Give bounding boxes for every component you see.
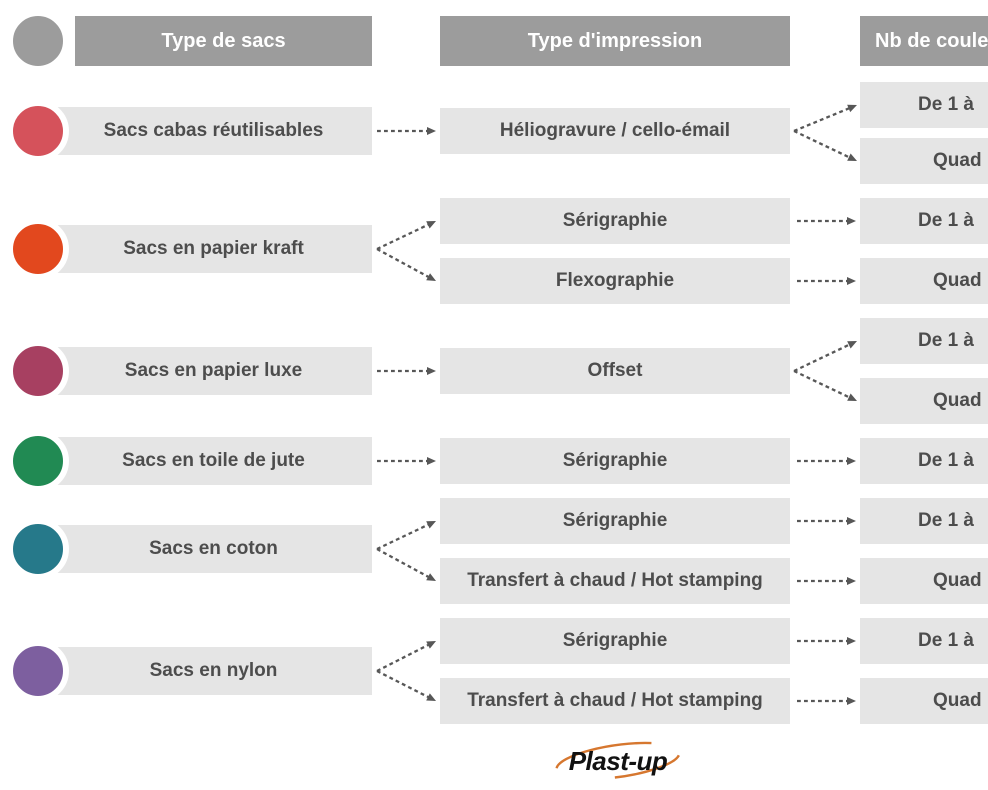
sac-bar-toile-de-jute: Sacs en toile de jute [55,437,372,485]
sac-bar-nylon: Sacs en nylon [55,647,372,695]
couleurs-bar: De 1 à [860,498,988,544]
couleurs-bar: De 1 à [860,318,988,364]
couleurs-bar: Quad [860,138,988,184]
impression-bar-transfert-coton: Transfert à chaud / Hot stamping [440,558,790,604]
column-header-nb-couleurs: Nb de coule [860,16,988,66]
sac-bar-papier-kraft: Sacs en papier kraft [55,225,372,273]
impression-bar-heliogravure: Héliogravure / cello-émail [440,108,790,154]
column-header-type-impression: Type d'impression [440,16,790,66]
couleurs-bar: Quad [860,258,988,304]
sac-color-dot-kraft [7,218,69,280]
sac-bar-papier-luxe: Sacs en papier luxe [55,347,372,395]
couleurs-bar: De 1 à [860,438,988,484]
couleurs-bar: De 1 à [860,618,988,664]
couleurs-bar: Quad [860,558,988,604]
couleurs-bar: De 1 à [860,198,988,244]
sac-color-dot-jute [7,430,69,492]
sac-bar-cabas-reutilisables: Sacs cabas réutilisables [55,107,372,155]
impression-bar-serigraphie-coton: Sérigraphie [440,498,790,544]
impression-bar-serigraphie-jute: Sérigraphie [440,438,790,484]
sac-color-dot-cabas [7,100,69,162]
impression-bar-flexographie: Flexographie [440,258,790,304]
impression-bar-serigraphie-nylon: Sérigraphie [440,618,790,664]
header-dot-icon [7,10,69,72]
impression-bar-serigraphie-kraft: Sérigraphie [440,198,790,244]
sac-color-dot-luxe [7,340,69,402]
impression-bar-offset: Offset [440,348,790,394]
logo-text: Plast-up [568,745,668,776]
sac-color-dot-coton [7,518,69,580]
sac-bar-coton: Sacs en coton [55,525,372,573]
couleurs-bar: Quad [860,678,988,724]
couleurs-bar: De 1 à [860,82,988,128]
impression-bar-transfert-nylon: Transfert à chaud / Hot stamping [440,678,790,724]
sac-color-dot-nylon [7,640,69,702]
couleurs-bar: Quad [860,378,988,424]
plastup-logo: Plast-up [540,736,696,786]
column-header-type-de-sacs: Type de sacs [75,16,372,66]
logo-swoosh-icon [555,741,680,779]
